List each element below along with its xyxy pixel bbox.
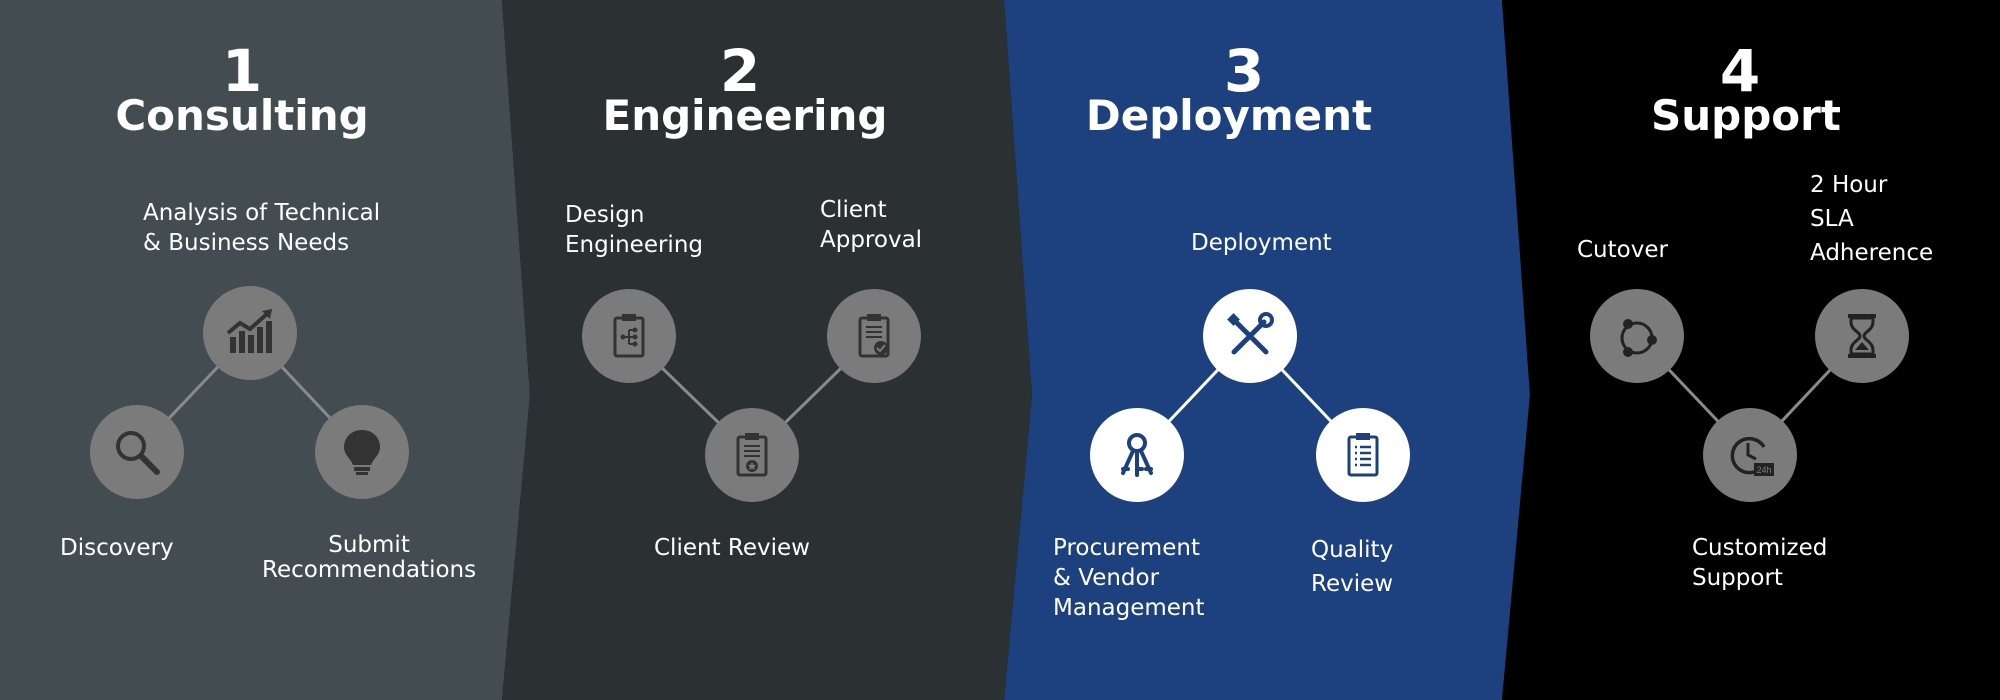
phase-3-number: 3	[1223, 37, 1265, 105]
svg-text:24h: 24h	[1756, 465, 1771, 475]
clipboard-list-icon	[1316, 408, 1410, 502]
deployment-node-2-label: Procurement & Vendor Management	[1053, 535, 1205, 621]
deployment-node-1-label: Deployment	[1191, 230, 1332, 256]
engineering-node-2-label: Client Review	[654, 535, 810, 561]
consulting-node-1-label: Analysis of Technical & Business Needs	[143, 200, 381, 256]
support-node-2-label: Customized Support	[1692, 535, 1828, 591]
phase-1-title: Consulting	[115, 91, 369, 140]
engineering-node-3-label: Client Approval	[820, 197, 923, 253]
clipboard-check-icon	[827, 289, 921, 383]
consulting-node-2-label: Discovery	[60, 535, 174, 561]
wrench-screwdriver-icon	[1203, 289, 1297, 383]
phase-1-number: 1	[221, 37, 263, 105]
phase-4-number: 4	[1719, 37, 1761, 105]
hourglass-icon	[1815, 289, 1909, 383]
clipboard-star-icon	[705, 408, 799, 502]
deployment-node-3-label: Quality Review	[1311, 537, 1394, 597]
panel-engineering	[502, 0, 1032, 700]
support-node-3-label: 2 Hour SLA Adherence	[1810, 172, 1934, 266]
engineering-node-1-label: Design Engineering	[565, 202, 703, 258]
growth-chart-icon	[203, 286, 297, 380]
panel-support	[1502, 0, 2000, 700]
consulting-node-3-label: Submit Recommendations	[262, 532, 477, 583]
phase-2-title: Engineering	[602, 91, 888, 140]
clock-24h-icon: 24h	[1703, 408, 1797, 502]
phase-2-number: 2	[719, 37, 761, 105]
phase-4-title: Support	[1651, 91, 1841, 140]
magnifier-icon	[90, 405, 184, 499]
cycle-icon	[1590, 289, 1684, 383]
clipboard-diagram-icon	[582, 289, 676, 383]
phase-3-title: Deployment	[1085, 91, 1373, 140]
support-node-1-label: Cutover	[1577, 237, 1668, 263]
lightbulb-icon	[315, 405, 409, 499]
keys-icon	[1090, 408, 1184, 502]
